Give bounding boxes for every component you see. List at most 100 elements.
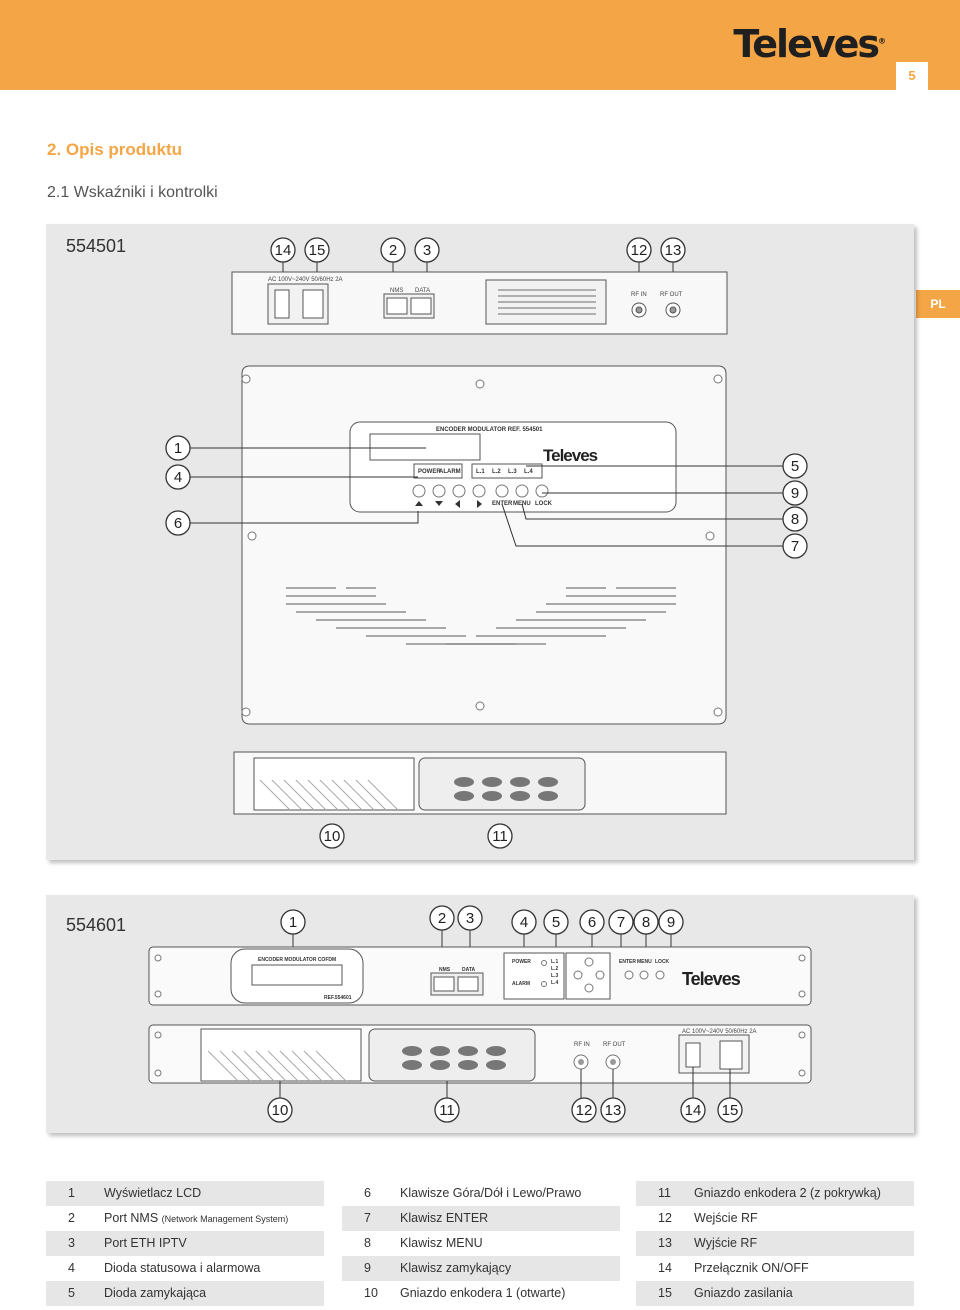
callout-7-num: 7 <box>791 538 799 555</box>
front-l1-label: L.1 <box>476 469 485 475</box>
callout-4-num: 4 <box>520 914 528 931</box>
front-l1-label: L.1 <box>551 959 558 965</box>
front-logo: Televes <box>682 969 741 989</box>
callout-11 <box>487 823 513 849</box>
callout-14-num: 14 <box>275 242 292 259</box>
callout-7-num: 7 <box>617 914 625 931</box>
front-l2-label: L.2 <box>551 966 558 972</box>
front-logo: Televes <box>543 446 598 465</box>
callout-11-num: 11 <box>439 1102 455 1119</box>
callout-8-num: 8 <box>642 914 650 931</box>
callout-12-num: 12 <box>631 242 648 259</box>
callout-9-num: 9 <box>667 914 675 931</box>
section-subtitle: 2.1 Wskaźniki i kontrolki <box>47 184 218 201</box>
callout-10-num: 10 <box>272 1102 289 1119</box>
callout-2-num: 2 <box>438 910 446 927</box>
callout-10 <box>319 823 345 849</box>
rear-view <box>231 271 728 335</box>
callout-10 <box>267 1097 293 1123</box>
callout-15-num: 15 <box>722 1102 739 1119</box>
front-nms-label: NMS <box>439 967 451 973</box>
rear-power-label: AC 100V~240V 50/60Hz 2A <box>682 1029 757 1035</box>
vent-grille <box>286 587 676 645</box>
callout-13 <box>600 1097 626 1123</box>
callout-9-num: 9 <box>791 485 799 502</box>
rear-rfin-label: RF IN <box>574 1042 590 1048</box>
front-alarm-label: ALARM <box>439 469 461 475</box>
rear-nms-label: NMS <box>390 288 403 294</box>
header-band: Televes® 5 <box>0 0 960 90</box>
rear-rfin-label: RF IN <box>631 292 647 298</box>
callout-3-num: 3 <box>423 242 431 259</box>
callout-3-num: 3 <box>466 910 474 927</box>
rear-rfout-label: RF OUT <box>603 1042 626 1048</box>
front-lock-label: LOCK <box>535 501 553 507</box>
callout-6-num: 6 <box>588 914 596 931</box>
rear-view <box>148 1024 812 1084</box>
front-title-label: ENCODER MODULATOR REF. 554501 <box>436 427 543 433</box>
page-number: 5 <box>896 62 928 90</box>
callout-11-num: 11 <box>492 828 508 845</box>
callout-8-num: 8 <box>791 511 799 528</box>
front-menu-label: MENU <box>637 959 652 965</box>
language-tab[interactable]: PL <box>916 290 960 318</box>
slot-view <box>233 751 727 815</box>
callout-1-num: 1 <box>289 914 297 931</box>
rear-power-label: AC 100V~240V 50/60Hz 2A <box>268 277 343 283</box>
device-diagram-554501: 14 15 2 3 12 13 <box>165 237 808 849</box>
callout-13-num: 13 <box>605 1102 622 1119</box>
callout-5-num: 5 <box>791 458 799 475</box>
front-power-label: POWER <box>418 469 441 475</box>
device-panel-554501: 554501 14 15 2 3 12 13 <box>46 224 914 860</box>
callout-15 <box>717 1097 743 1123</box>
callout-14 <box>680 1097 706 1123</box>
callout-2-num: 2 <box>389 242 397 259</box>
rear-rfout-label: RF OUT <box>660 292 683 298</box>
front-title-label: ENCODER MODULATOR COFDM <box>258 957 336 963</box>
front-alarm-label: ALARM <box>512 981 530 987</box>
front-l3-label: L.3 <box>508 469 517 475</box>
rear-data-label: DATA <box>415 288 430 294</box>
callout-12-num: 12 <box>576 1102 593 1119</box>
callout-11 <box>434 1097 460 1123</box>
callout-13-num: 13 <box>665 242 682 259</box>
callout-6-num: 6 <box>174 515 182 532</box>
brand-logo: Televes® <box>733 22 886 66</box>
model-number: 554501 <box>66 236 127 256</box>
callout-15-num: 15 <box>309 242 326 259</box>
front-l4-label: L.4 <box>551 980 558 986</box>
device-panel-554601: 554601 1 2 3 4 5 6 7 8 9 <box>46 895 914 1133</box>
section-title: 2. Opis produktu <box>47 140 183 159</box>
callout-1-num: 1 <box>174 440 182 457</box>
callout-10-num: 10 <box>324 828 341 845</box>
front-view <box>241 365 727 725</box>
model-number: 554601 <box>66 915 127 935</box>
front-l2-label: L.2 <box>492 469 501 475</box>
device-diagram-554601: 1 2 3 4 5 6 7 8 9 <box>148 905 812 1123</box>
callout-5-num: 5 <box>552 914 560 931</box>
front-lock-label: LOCK <box>655 959 670 965</box>
front-power-label: POWER <box>512 959 531 965</box>
front-menu-label: MENU <box>513 501 531 507</box>
callout-12 <box>571 1097 597 1123</box>
front-ref-label: REF.554601 <box>324 995 352 1001</box>
front-l4-label: L.4 <box>524 469 533 475</box>
front-data-label: DATA <box>462 967 476 973</box>
